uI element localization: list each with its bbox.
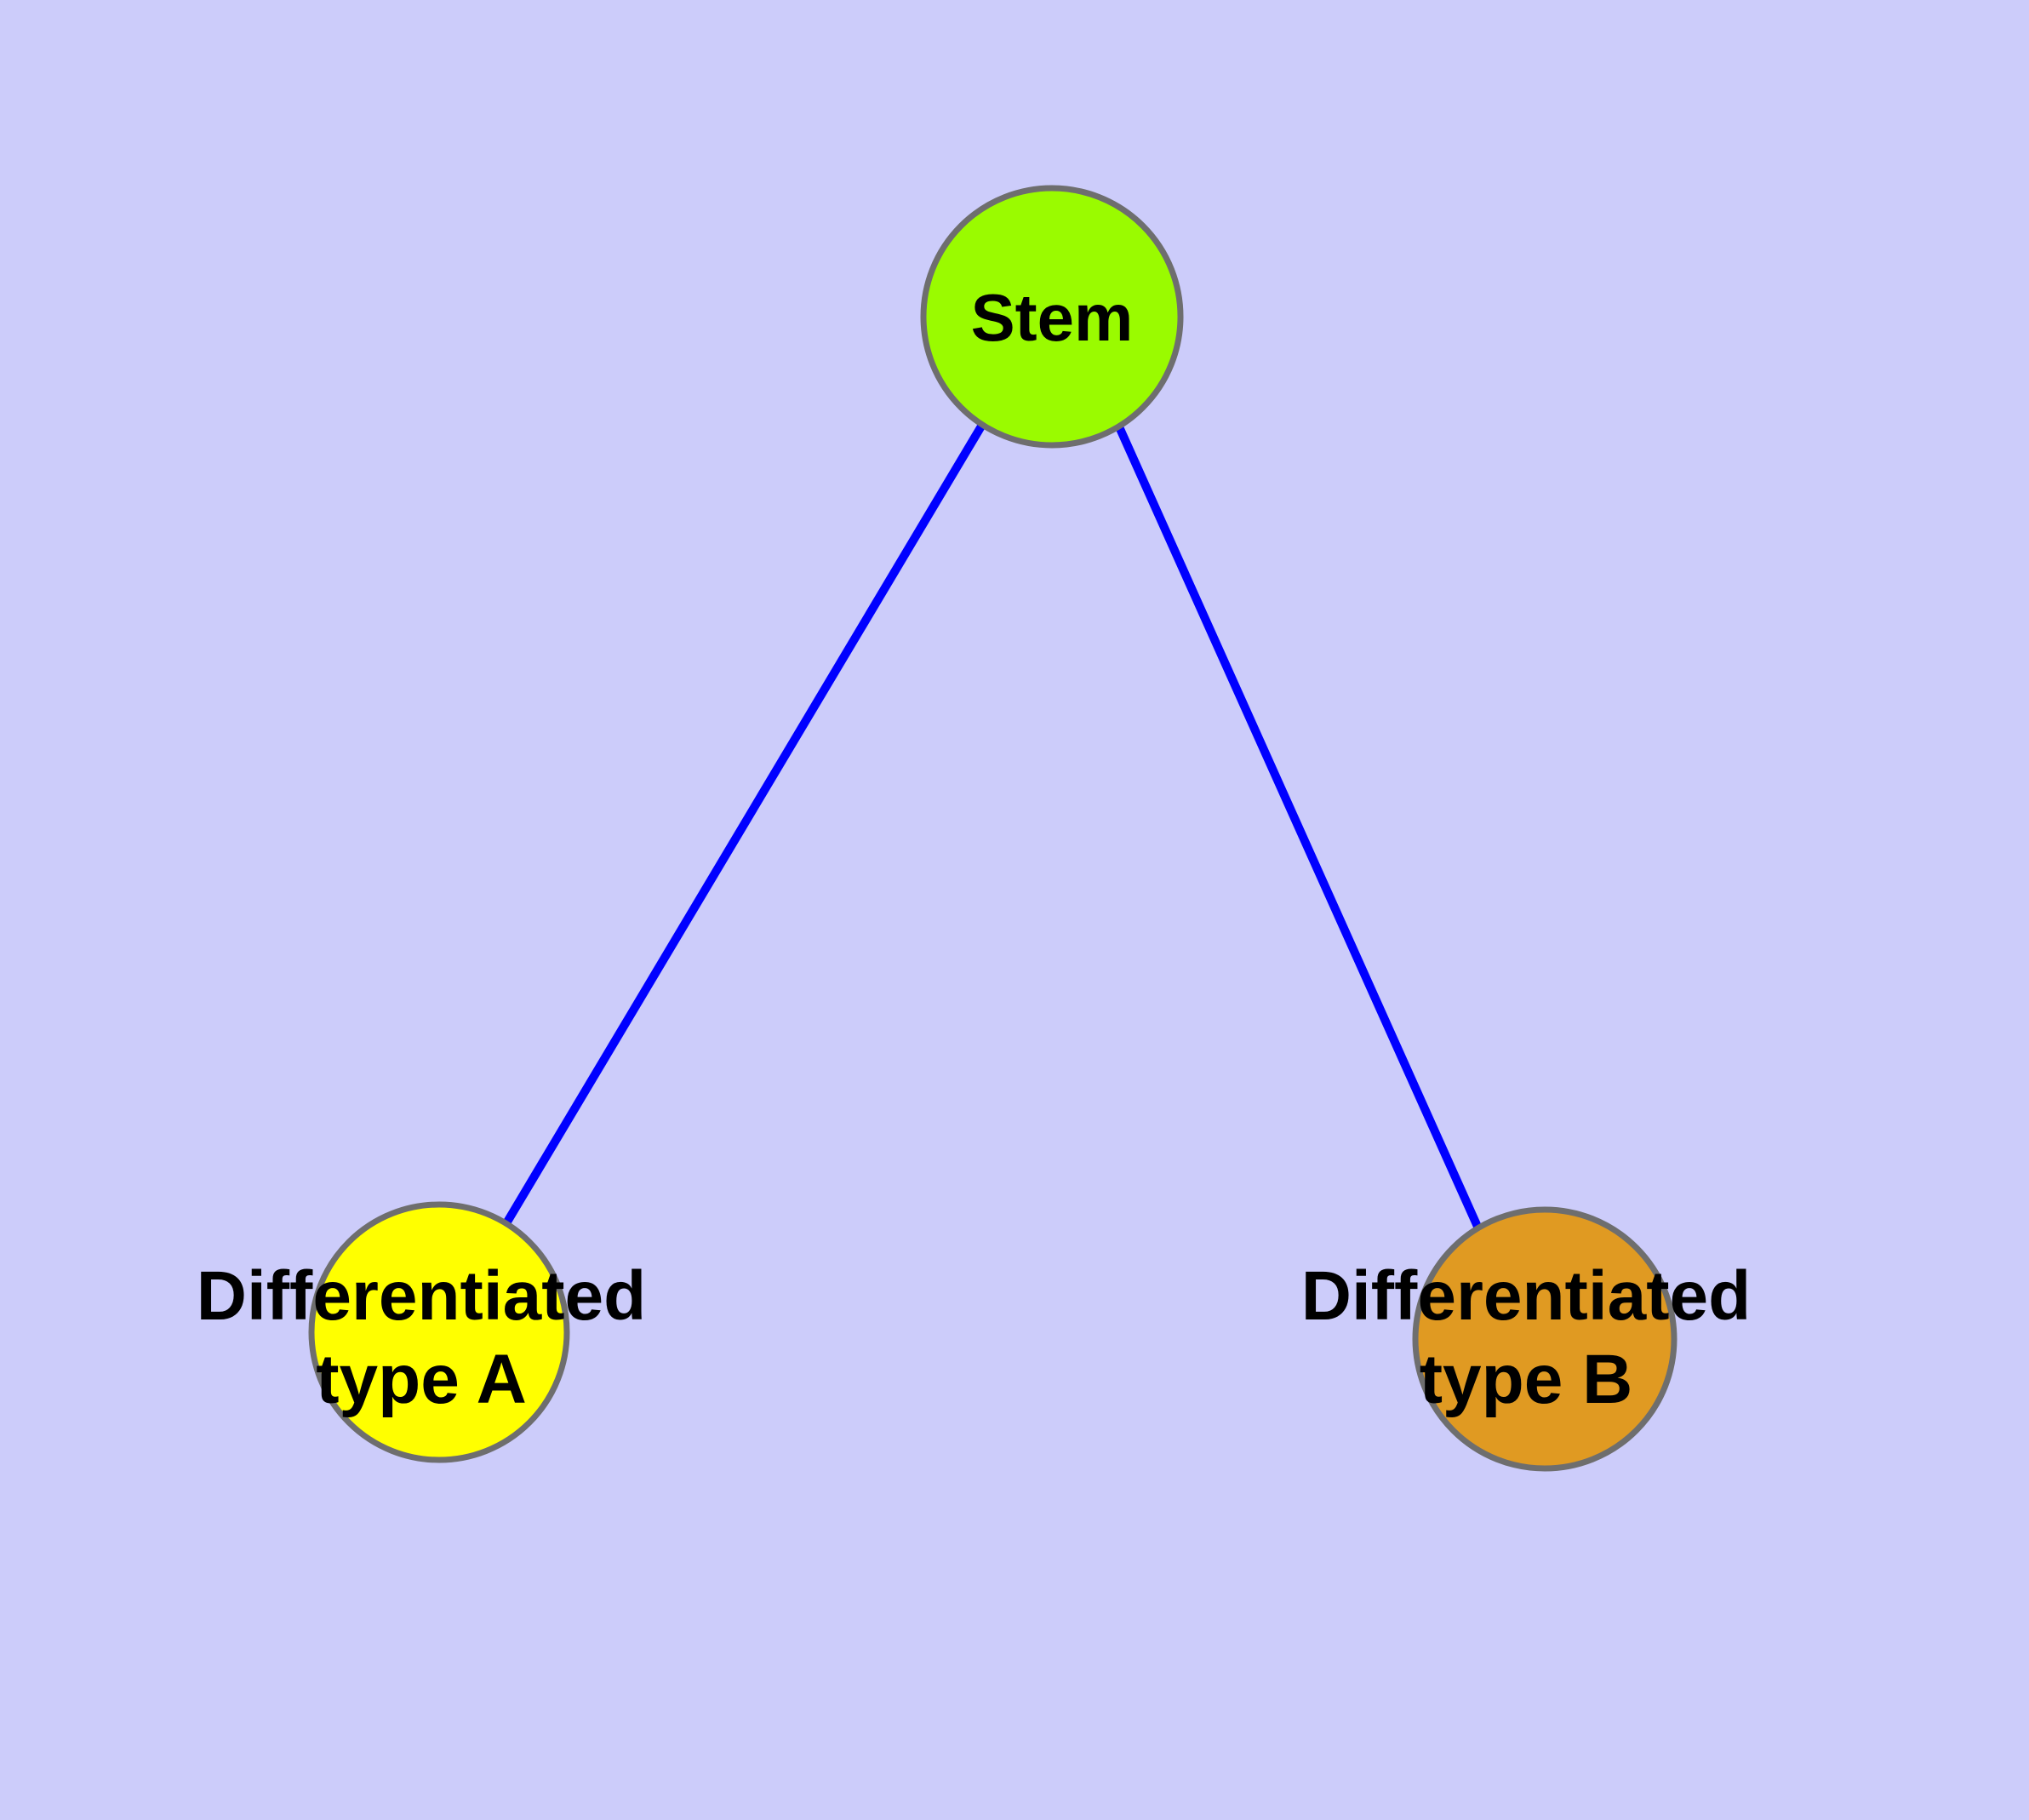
node-differentiated-type-b-circle[interactable]	[1412, 1206, 1677, 1472]
node-stem[interactable]: Stem	[920, 185, 1184, 449]
node-stem-circle[interactable]	[920, 185, 1184, 449]
node-differentiated-type-a-label-line1: Differentiated	[197, 1257, 647, 1335]
node-differentiated-type-a-circle[interactable]	[308, 1201, 570, 1463]
node-differentiated-type-b-label-line1: Differentiated	[1301, 1257, 1752, 1335]
edge-stem-to-differentiated-type-b[interactable]	[1113, 421, 1483, 1231]
node-differentiated-type-b[interactable]	[1412, 1206, 1677, 1472]
node-differentiated-type-a-label-line2: type A	[316, 1341, 527, 1418]
lower-node-label-layer: Differentiated type A Differentiated typ…	[197, 1257, 1752, 1418]
node-differentiated-type-b-label-line2: type B	[1420, 1341, 1633, 1418]
node-stem-label: Stem	[971, 280, 1134, 355]
edge-layer	[502, 421, 1483, 1231]
node-differentiated-type-a[interactable]	[308, 1201, 570, 1463]
node-layer: Stem	[308, 185, 1677, 1472]
edge-stem-to-differentiated-type-a[interactable]	[502, 422, 986, 1226]
